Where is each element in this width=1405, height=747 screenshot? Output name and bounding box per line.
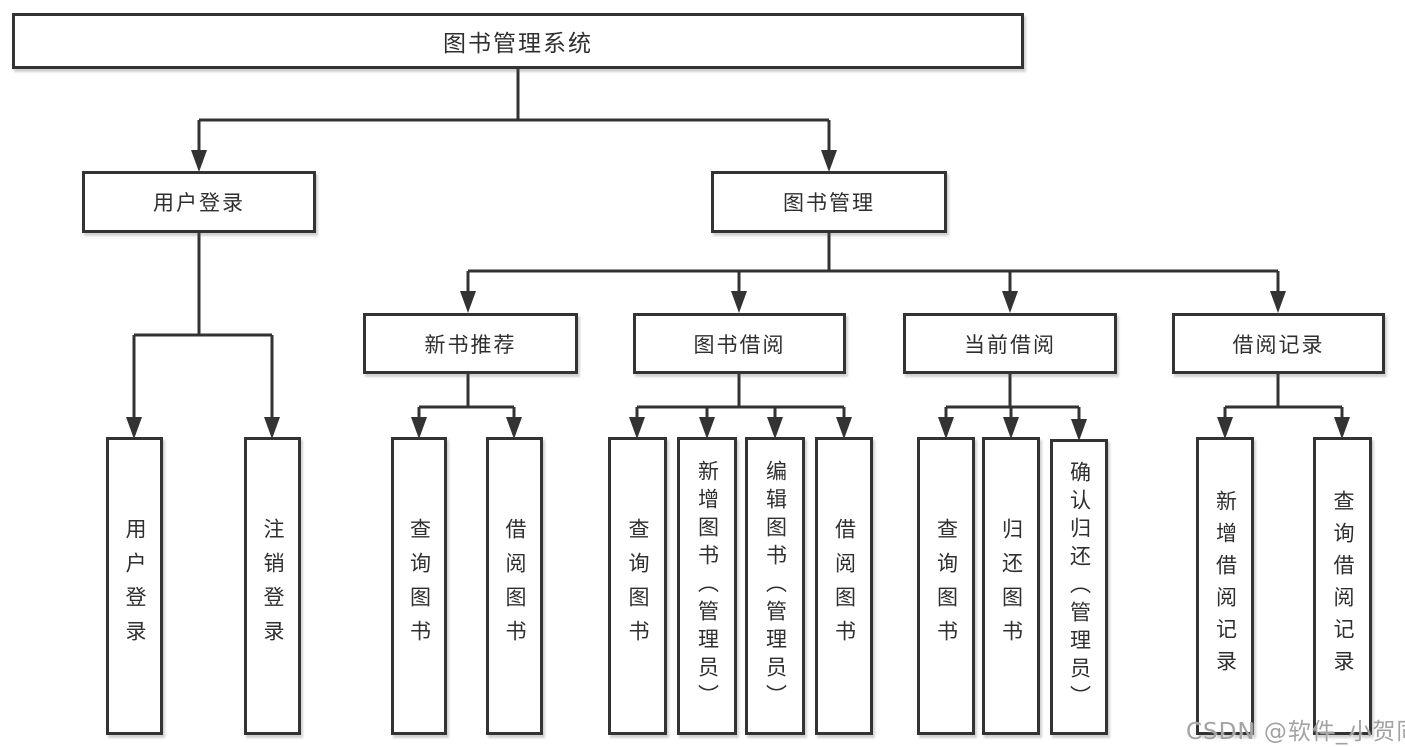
leaf-return-book: 归还图书 — [982, 437, 1040, 735]
connector-book-mgmt-to-level3 — [466, 233, 1280, 293]
node-root-label: 图书管理系统 — [443, 31, 593, 57]
leaf-query-book-borrow: 查询图书 — [608, 437, 667, 735]
node-user-login: 用户登录 — [82, 171, 316, 233]
leaf-confirm-return-admin-label: 确认归还（管理员） — [1067, 461, 1092, 713]
node-book-management-label: 图书管理 — [783, 191, 875, 215]
connector-borrow-records-to-leaves — [1223, 374, 1344, 419]
csdn-watermark: CSDN @软件_小贺同学 — [1186, 719, 1405, 745]
leaf-add-book-admin-label: 新增图书（管理员） — [695, 460, 720, 712]
node-current-borrow-label: 当前借阅 — [964, 332, 1056, 357]
leaf-user-login-label: 用户登录 — [123, 518, 147, 654]
leaf-query-book-borrow-label: 查询图书 — [626, 518, 650, 654]
leaf-borrow-book: 借阅图书 — [815, 437, 873, 735]
leaf-edit-book-admin: 编辑图书（管理员） — [745, 437, 805, 735]
connector-new-book-rec-to-leaves — [417, 374, 516, 419]
leaf-query-borrow-record: 查询借阅记录 — [1313, 437, 1372, 735]
connector-user-login-to-leaves — [132, 233, 274, 419]
node-new-book-recommend: 新书推荐 — [363, 313, 578, 374]
node-root-system: 图书管理系统 — [12, 13, 1024, 69]
connector-current-borrow-to-leaves — [944, 374, 1081, 421]
leaf-query-borrow-record-label: 查询借阅记录 — [1331, 490, 1355, 682]
leaf-add-borrow-record: 新增借阅记录 — [1196, 437, 1254, 735]
connector-book-borrow-to-leaves — [635, 374, 846, 419]
leaf-user-login: 用户登录 — [106, 437, 163, 735]
leaf-logout: 注销登录 — [244, 437, 301, 735]
leaf-edit-book-admin-label: 编辑图书（管理员） — [763, 460, 788, 712]
leaf-return-book-label: 归还图书 — [999, 518, 1024, 654]
leaf-confirm-return-admin: 确认归还（管理员） — [1050, 439, 1108, 735]
connector-root-to-level2 — [197, 68, 831, 152]
node-book-management: 图书管理 — [711, 171, 947, 233]
node-borrow-records: 借阅记录 — [1172, 313, 1385, 374]
leaf-add-book-admin: 新增图书（管理员） — [677, 437, 737, 735]
node-book-borrow-label: 图书借阅 — [693, 332, 786, 357]
node-current-borrow: 当前借阅 — [903, 313, 1117, 374]
leaf-borrow-book-newrec: 借阅图书 — [486, 437, 543, 735]
leaf-query-book-newrec-label: 查询图书 — [407, 518, 432, 654]
leaf-add-borrow-record-label: 新增借阅记录 — [1213, 490, 1238, 682]
node-book-borrow: 图书借阅 — [633, 313, 846, 374]
leaf-query-book-newrec: 查询图书 — [391, 437, 447, 735]
node-borrow-records-label: 借阅记录 — [1232, 332, 1325, 357]
node-new-book-recommend-label: 新书推荐 — [424, 332, 517, 357]
leaf-borrow-book-newrec-label: 借阅图书 — [503, 518, 527, 654]
leaf-query-book-current: 查询图书 — [917, 437, 975, 735]
leaf-borrow-book-label: 借阅图书 — [832, 518, 857, 654]
leaf-logout-label: 注销登录 — [261, 518, 285, 654]
leaf-query-book-current-label: 查询图书 — [934, 518, 959, 654]
node-user-login-label: 用户登录 — [153, 191, 245, 215]
